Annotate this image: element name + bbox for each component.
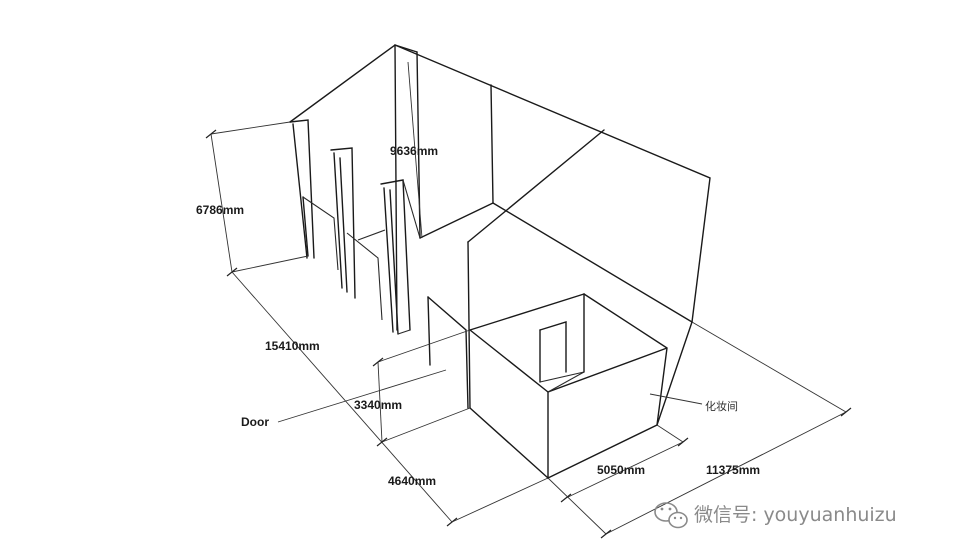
panel-3-back — [402, 179, 421, 239]
door-leader — [277, 369, 447, 423]
label-door-offset: 3340mm — [354, 398, 402, 412]
back-wall-vertical — [490, 84, 494, 204]
label-length-total: 15410mm — [265, 339, 320, 353]
panel-2-door — [346, 232, 383, 321]
dim-11375-ext — [691, 321, 847, 413]
label-overall-width: 11375mm — [706, 463, 760, 477]
label-partition-height: 9636mm — [390, 144, 438, 158]
dressing-room-box — [539, 293, 668, 480]
wechat-icon — [654, 502, 688, 529]
door-leaf — [427, 296, 469, 409]
dim-3340-ext-top — [377, 329, 471, 363]
back-roof-edge — [289, 44, 711, 323]
panel-2-top — [330, 147, 356, 299]
left-back-corner — [394, 44, 398, 331]
partition-panels — [289, 119, 469, 409]
dim-15410-line — [231, 271, 453, 523]
room-top-inner — [547, 371, 585, 393]
panel-2-cross — [357, 229, 386, 241]
watermark: 微信号: youyuanhuizu — [654, 502, 897, 529]
label-height-total: 6786mm — [196, 203, 244, 217]
right-outer-edge — [656, 321, 693, 426]
dim-3340-ext-bot — [381, 407, 471, 443]
dim-6786-ext-top — [210, 121, 291, 135]
floor-diag — [469, 329, 549, 393]
dim-11375-line — [605, 411, 847, 535]
tick — [372, 357, 384, 367]
floor-mid-edge — [469, 293, 585, 331]
tick — [205, 129, 217, 139]
room-door-frame — [539, 321, 567, 373]
dim-4640-ext — [451, 477, 549, 523]
panel-3-left — [383, 187, 394, 333]
front-right-corner — [467, 241, 471, 409]
panel-1-inner — [302, 196, 309, 257]
floor-front-edge — [469, 407, 549, 479]
building-outline — [289, 44, 711, 479]
panel-1-top — [289, 119, 315, 259]
room-outline — [547, 293, 668, 480]
tick — [560, 493, 572, 503]
panel-1-door — [302, 196, 339, 271]
panel-2-left — [333, 152, 343, 289]
dim-6786-line — [210, 133, 233, 273]
dimension-labels: 6786mm 9636mm 15410mm 3340mm Door 4640mm… — [196, 144, 760, 488]
floor-back-left — [419, 202, 494, 239]
dim-5050-ext — [656, 424, 684, 443]
dim-11375-ext-left — [547, 477, 607, 535]
room-floor-line — [539, 371, 585, 383]
panel-2-mid — [339, 157, 348, 293]
label-front-width: 4640mm — [388, 474, 436, 488]
dim-5050-line — [565, 441, 684, 499]
tick — [600, 529, 612, 539]
roof-hip — [467, 129, 605, 243]
label-door: Door — [241, 415, 269, 429]
tick — [840, 407, 852, 417]
label-room-width: 5050mm — [597, 463, 645, 477]
floor-back-edge — [492, 202, 693, 323]
panel-3-mid — [389, 189, 399, 335]
dim-3340-line — [377, 361, 383, 443]
door-edge — [427, 296, 431, 366]
panel-1-left — [292, 123, 308, 259]
tick — [677, 437, 689, 447]
watermark-text: 微信号: youyuanhuizu — [694, 504, 897, 526]
dim-6786-ext-bot — [231, 255, 309, 273]
ridge-edge — [394, 44, 418, 53]
tick — [376, 437, 388, 447]
panel-3-base — [397, 329, 411, 335]
label-dressing-room: 化妆间 — [705, 399, 738, 413]
dimension-lines — [205, 61, 852, 539]
room-leader — [649, 393, 703, 405]
dim-9636-line — [407, 61, 423, 239]
